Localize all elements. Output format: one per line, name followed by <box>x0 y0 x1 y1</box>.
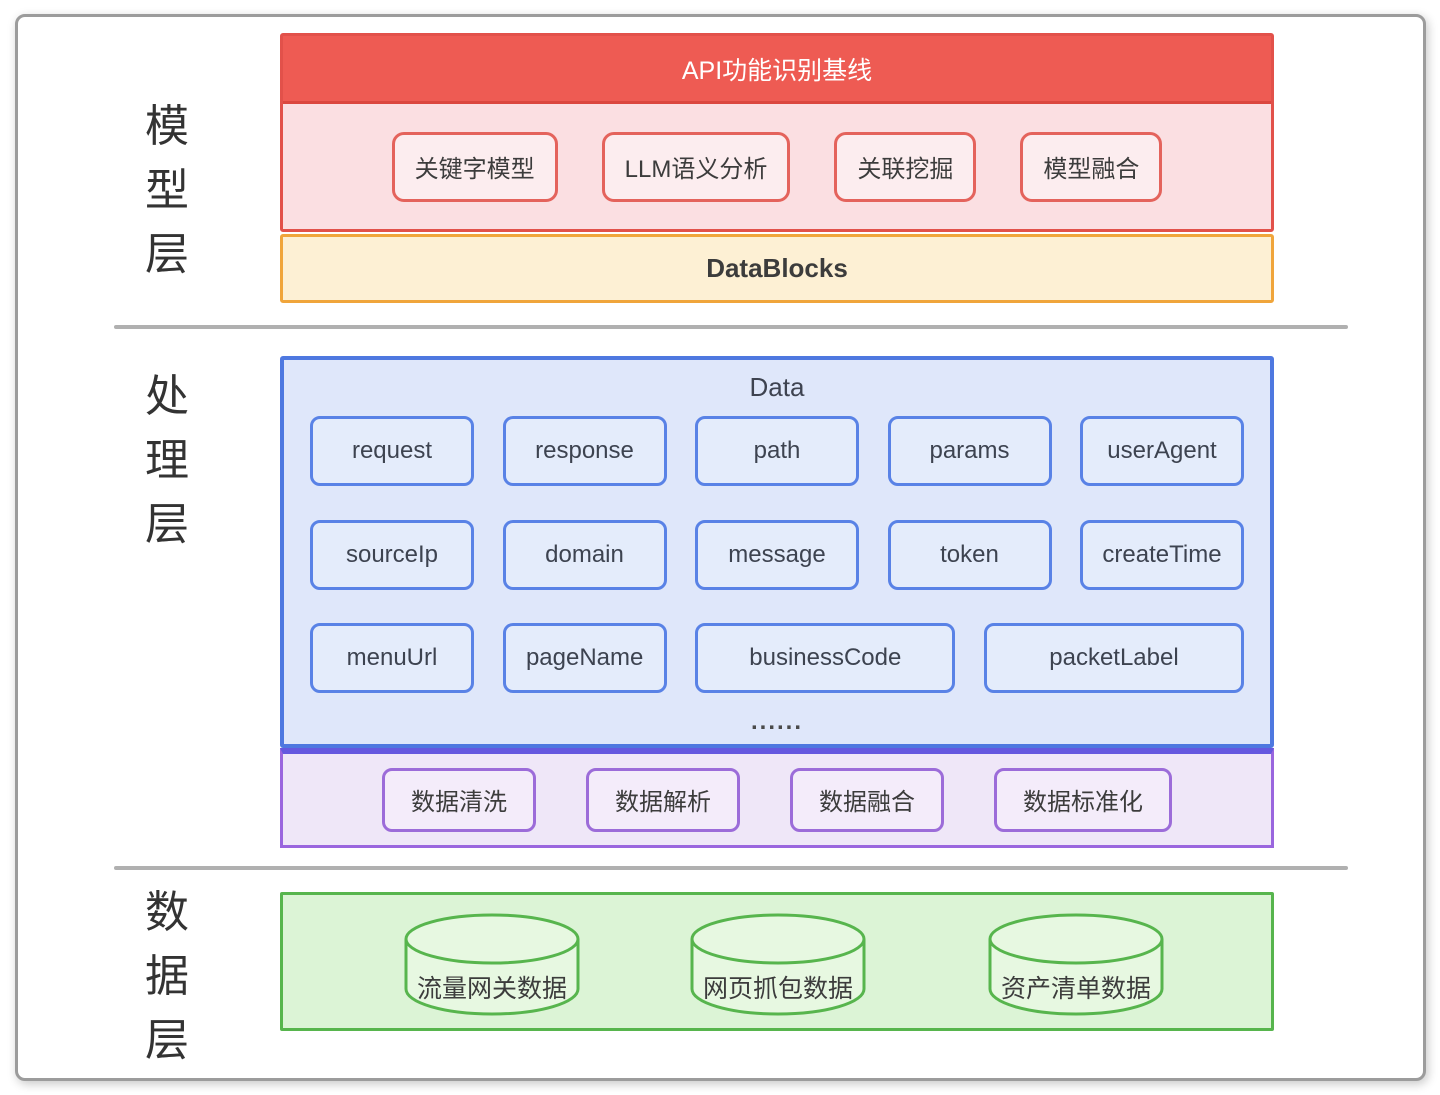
field-row-3: menuUrl pageName businessCode packetLabe… <box>310 623 1244 693</box>
field-box-token: token <box>887 520 1052 590</box>
data-layer-label: 数 据 层 <box>130 881 206 1073</box>
process-box-data-parsing: 数据解析 <box>586 767 740 832</box>
data-layer-label-char: 层 <box>145 1016 191 1065</box>
model-box-model-fusion: 模型融合 <box>1020 131 1163 202</box>
process-box-data-standardization: 数据标准化 <box>994 767 1172 832</box>
model-layer-label: 模 型 层 <box>130 95 206 287</box>
field-box-pagename: pageName <box>502 623 667 693</box>
field-box-message: message <box>695 520 859 590</box>
diagram-canvas: 模 型 层 处 理 层 数 据 层 API功能识别基线 关键字模型 LLM语义分… <box>15 14 1426 1081</box>
field-box-params: params <box>887 416 1052 486</box>
database-label-asset-inventory: 资产清单数据 <box>1000 975 1151 1003</box>
field-box-path: path <box>695 416 859 486</box>
field-box-request: request <box>310 416 474 486</box>
field-row-2: sourceIp domain message token createTime <box>310 520 1244 590</box>
field-box-packetlabel: packetLabel <box>983 623 1244 693</box>
divider-processing-data <box>114 866 1348 870</box>
model-layer-block: API功能识别基线 关键字模型 LLM语义分析 关联挖掘 模型融合 <box>280 33 1274 232</box>
field-box-sourceip: sourceIp <box>310 520 474 590</box>
database-cylinder-asset-inventory: 资产清单数据 <box>987 912 1165 1018</box>
database-cylinder-icon <box>404 913 580 1016</box>
processing-layer-label-char: 层 <box>145 500 191 549</box>
process-box-data-cleaning: 数据清洗 <box>382 767 536 832</box>
field-row-1: request response path params userAgent <box>310 416 1244 486</box>
fields-ellipsis: ...... <box>750 708 803 735</box>
divider-model-processing <box>114 325 1348 329</box>
process-box-data-fusion: 数据融合 <box>790 767 944 832</box>
field-box-domain: domain <box>502 520 667 590</box>
datablocks-bar: DataBlocks <box>280 234 1274 303</box>
model-box-llm-semantic-analysis: LLM语义分析 <box>601 131 791 202</box>
model-box-keyword-model: 关键字模型 <box>391 131 558 202</box>
processing-layer-block: Data request response path params userAg… <box>280 356 1274 748</box>
data-layer-label-char: 据 <box>145 952 191 1001</box>
database-cylinder-icon <box>690 913 866 1016</box>
model-layer-label-char: 层 <box>145 230 191 279</box>
model-layer-label-char: 型 <box>145 166 191 215</box>
data-layer-block: 流量网关数据 网页抓包数据 资产清单数据 <box>280 892 1274 1031</box>
database-cylinder-web-capture: 网页抓包数据 <box>689 912 867 1018</box>
processing-layer-label: 处 理 层 <box>130 365 206 557</box>
field-box-businesscode: businessCode <box>695 623 956 693</box>
model-layer-body: 关键字模型 LLM语义分析 关联挖掘 模型融合 <box>283 104 1271 229</box>
database-label-traffic-gateway: 流量网关数据 <box>416 975 567 1003</box>
field-box-createtime: createTime <box>1080 520 1244 590</box>
data-title: Data <box>749 372 805 402</box>
database-cylinder-traffic-gateway: 流量网关数据 <box>403 912 581 1018</box>
database-label-web-capture: 网页抓包数据 <box>702 975 853 1003</box>
model-layer-label-char: 模 <box>145 102 191 151</box>
api-baseline-header: API功能识别基线 <box>283 36 1271 104</box>
model-box-association-mining: 关联挖掘 <box>834 131 977 202</box>
database-cylinder-icon <box>988 913 1164 1016</box>
field-box-response: response <box>502 416 667 486</box>
processing-layer-label-char: 理 <box>145 436 191 485</box>
field-box-useragent: userAgent <box>1080 416 1244 486</box>
data-processing-bar: 数据清洗 数据解析 数据融合 数据标准化 <box>280 748 1274 848</box>
processing-layer-label-char: 处 <box>145 372 191 421</box>
data-layer-label-char: 数 <box>145 888 191 937</box>
field-box-menuurl: menuUrl <box>310 623 474 693</box>
